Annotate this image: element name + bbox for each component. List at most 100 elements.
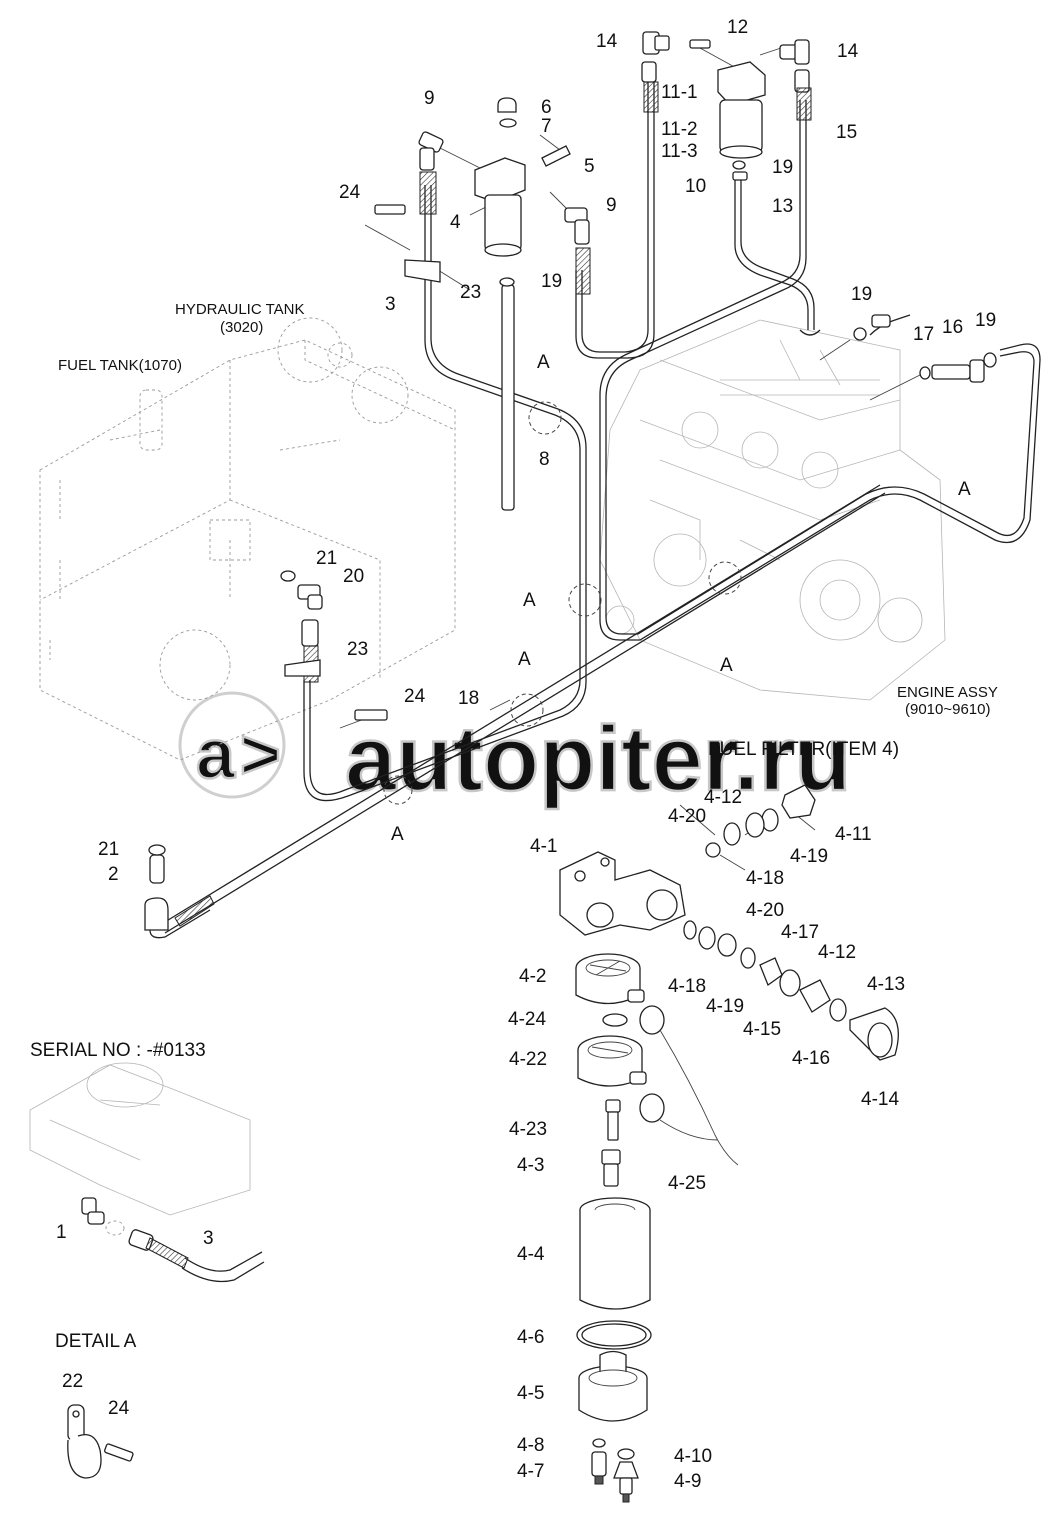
label-24c: 24 xyxy=(108,1398,130,1419)
elbow-fitting-20 xyxy=(297,584,323,610)
tank-fittings xyxy=(144,570,388,939)
oring-7 xyxy=(499,118,517,128)
label-15: 15 xyxy=(836,122,857,143)
label-13: 13 xyxy=(772,196,793,217)
drain-4-7 xyxy=(591,1451,607,1485)
elbow-fitting-9-upper xyxy=(418,131,444,171)
label-a5: A xyxy=(720,655,733,676)
label-24a: 24 xyxy=(339,182,361,203)
detail-a-clamp xyxy=(67,1404,134,1479)
check-4-18b xyxy=(717,933,737,957)
oring-4-17 xyxy=(740,947,756,969)
label-23b: 23 xyxy=(347,639,368,660)
oring-4-10 xyxy=(617,1448,635,1460)
filter-cartridge-4-4 xyxy=(579,1197,651,1310)
label-2: 2 xyxy=(108,864,119,885)
label-19d: 19 xyxy=(975,310,996,331)
label-19b: 19 xyxy=(541,271,562,292)
label-4-24: 4-24 xyxy=(508,1009,546,1030)
sensor-connector-4-25 xyxy=(639,1005,739,1166)
oring-4-13 xyxy=(829,998,847,1022)
label-4-16: 4-16 xyxy=(792,1048,830,1069)
label-a6: A xyxy=(391,824,404,845)
elbow-fitting-14-right xyxy=(779,39,810,93)
label-4-17: 4-17 xyxy=(781,922,819,943)
label-4-12a: 4-12 xyxy=(704,787,742,808)
label-21a: 21 xyxy=(316,548,337,569)
label-1: 1 xyxy=(56,1222,67,1243)
label-9b: 9 xyxy=(606,195,617,216)
fuel-tank-outline xyxy=(39,317,456,761)
cap-6 xyxy=(497,97,517,113)
label-4-6: 4-6 xyxy=(517,1327,544,1348)
engine-outline xyxy=(599,319,946,701)
label-4-4: 4-4 xyxy=(517,1244,545,1265)
bolt-24-lower xyxy=(354,709,388,721)
oring-4-8 xyxy=(592,1438,606,1448)
washer-4-19a xyxy=(745,812,765,838)
oring-21 xyxy=(280,570,296,582)
stud-4-23 xyxy=(605,1099,621,1141)
part-labels: 14 12 14 11-1 11-2 11-3 15 9 6 7 5 9 10 … xyxy=(56,17,996,1492)
caption-engine-assy: ENGINE ASSY xyxy=(897,684,998,701)
detail-circle-8 xyxy=(528,401,562,435)
elbow-fitting-14-left xyxy=(641,31,670,83)
label-4-23: 4-23 xyxy=(509,1119,547,1140)
label-4-3: 4-3 xyxy=(517,1155,544,1176)
label-a2: A xyxy=(958,479,971,500)
upper-parts xyxy=(374,31,997,805)
oring-4-12b xyxy=(779,969,801,997)
check-4-18a xyxy=(705,842,721,858)
fuel-prefilter-body xyxy=(474,157,526,287)
label-14b: 14 xyxy=(837,41,859,62)
label-4-22: 4-22 xyxy=(509,1049,547,1070)
sensor-4-9 xyxy=(613,1461,639,1503)
label-4-20b: 4-20 xyxy=(746,900,784,921)
bolt-12 xyxy=(689,39,711,49)
label-3b: 3 xyxy=(203,1228,214,1249)
heater-4-22 xyxy=(577,1035,647,1087)
fitting-2 xyxy=(149,854,165,884)
washer-4-19b xyxy=(698,926,716,950)
label-a4: A xyxy=(518,649,531,670)
bowl-4-5 xyxy=(578,1350,648,1422)
label-12: 12 xyxy=(727,17,748,38)
label-4-2: 4-2 xyxy=(519,966,546,987)
bolt-24-upper xyxy=(374,204,406,215)
oring-4-20b xyxy=(683,920,697,940)
oring-4-20a xyxy=(723,822,741,846)
label-18: 18 xyxy=(458,688,479,709)
label-a3: A xyxy=(523,590,536,611)
fuel-lines xyxy=(159,44,1041,934)
label-4-19a: 4-19 xyxy=(790,846,828,867)
label-24b: 24 xyxy=(404,686,426,707)
caption-fuel-filter: FUEL FILTER(ITEM 4) xyxy=(708,739,899,760)
engine-side-fittings xyxy=(853,314,997,383)
label-20: 20 xyxy=(343,566,364,587)
filter-head-4-1 xyxy=(559,851,686,936)
label-4-9: 4-9 xyxy=(674,1471,701,1492)
label-a1: A xyxy=(537,352,550,373)
label-10: 10 xyxy=(685,176,706,197)
label-4-15: 4-15 xyxy=(743,1019,781,1040)
label-11-2: 11-2 xyxy=(661,119,698,140)
label-5: 5 xyxy=(584,156,595,177)
label-4-7: 4-7 xyxy=(517,1461,544,1482)
nipple-4-3 xyxy=(601,1149,621,1187)
oring-4-24 xyxy=(602,1013,628,1027)
label-4-11: 4-11 xyxy=(835,824,872,845)
label-8: 8 xyxy=(539,449,550,470)
label-9a: 9 xyxy=(424,88,435,109)
label-3a: 3 xyxy=(385,294,396,315)
label-4-25: 4-25 xyxy=(668,1173,706,1194)
label-14a: 14 xyxy=(596,31,618,52)
caption-fuel-tank: FUEL TANK(1070) xyxy=(58,357,182,374)
label-21b: 21 xyxy=(98,839,119,860)
fuel-filter-exploded xyxy=(559,784,899,1503)
captions: HYDRAULIC TANK (3020) FUEL TANK(1070) EN… xyxy=(30,301,998,1352)
caption-hydraulic-tank: HYDRAULIC TANK xyxy=(175,301,304,318)
serial-detail xyxy=(29,1062,265,1283)
label-4: 4 xyxy=(450,212,461,233)
label-4-18a: 4-18 xyxy=(746,868,784,889)
